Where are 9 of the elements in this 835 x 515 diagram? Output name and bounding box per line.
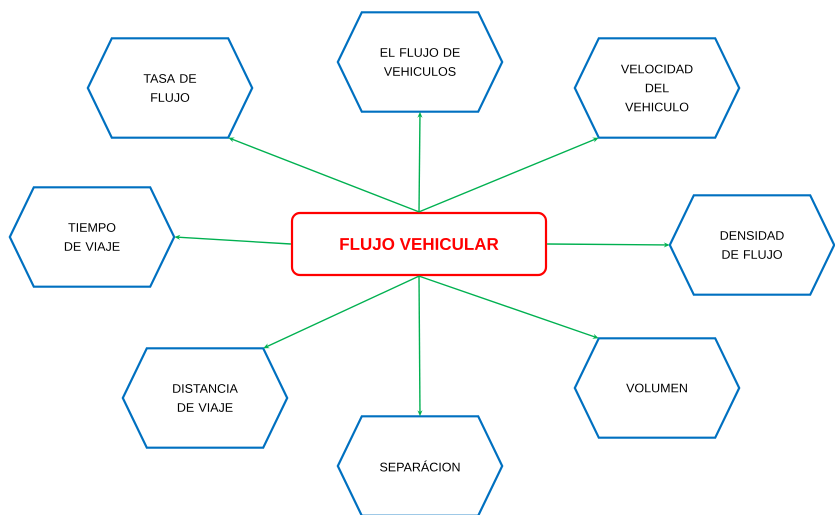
hexagon-box: DISTANCIA DE VIAJE (122, 347, 288, 449)
hexagon-box: TIEMPO DE VIAJE (8, 186, 176, 288)
hexagon-box: SEPARÁCION (336, 415, 504, 515)
hexagon-box: EL FLUJO DE VEHICULOS (336, 11, 504, 113)
hexagon-box: TASA DE FLUJO (86, 37, 254, 139)
center-box: FLUJO VEHICULAR (290, 212, 548, 276)
hexagon-box: DENSIDAD DE FLUJO (668, 194, 835, 296)
hexagon-box: VOLUMEN (574, 337, 740, 439)
hexagon-box: VELOCIDAD DEL VEHICULO (574, 37, 740, 139)
